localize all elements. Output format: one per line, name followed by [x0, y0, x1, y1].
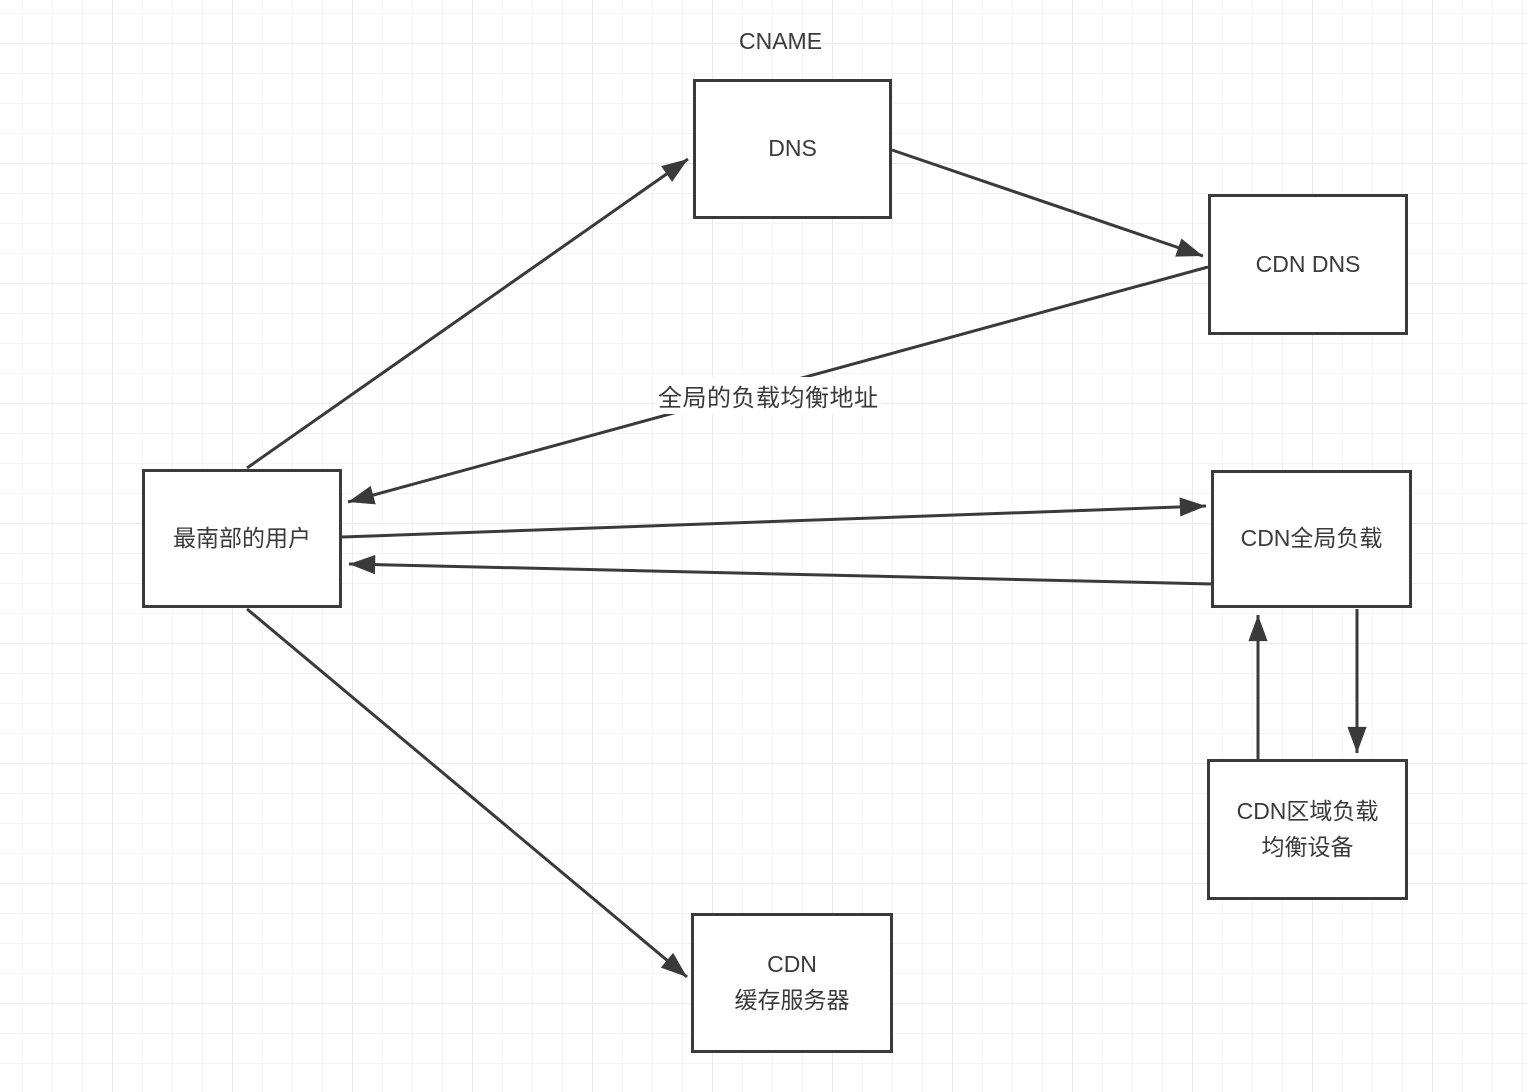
glb-address-label[interactable]: 全局的负载均衡地址	[655, 377, 882, 414]
edge-cdn-global-lb-to-user[interactable]	[348, 555, 1213, 586]
edge-user-to-dns[interactable]	[246, 157, 689, 470]
edge-user-to-cdn-global-lb[interactable]	[341, 497, 1207, 539]
node-cdn-cache[interactable]: CDN 缓存服务器	[691, 913, 893, 1053]
node-cdn-global-lb[interactable]: CDN全局负载	[1211, 470, 1412, 608]
node-cdn-global-lb-label: CDN全局负载	[1240, 525, 1383, 552]
node-cdn-cache-label: CDN 缓存服务器	[734, 951, 850, 1013]
cname-label[interactable]: CNAME	[739, 28, 822, 55]
node-cdn-dns[interactable]: CDN DNS	[1208, 194, 1408, 335]
node-dns[interactable]: DNS	[693, 79, 892, 219]
node-cdn-regional-lb-label: CDN区域负载 均衡设备	[1236, 797, 1379, 860]
node-cdn-regional-lb[interactable]: CDN区域负载 均衡设备	[1207, 759, 1408, 900]
node-user[interactable]: 最南部的用户	[142, 469, 342, 608]
cname-label-text: CNAME	[739, 28, 823, 54]
edge-dns-to-cdn-dns[interactable]	[891, 148, 1204, 258]
edge-user-to-cdn-cache[interactable]	[246, 607, 688, 979]
node-dns-label: DNS	[768, 135, 817, 162]
node-cdn-dns-label: CDN DNS	[1255, 250, 1361, 277]
glb-address-label-text: 全局的负载均衡地址	[658, 385, 879, 412]
node-user-label: 最南部的用户	[173, 524, 311, 551]
